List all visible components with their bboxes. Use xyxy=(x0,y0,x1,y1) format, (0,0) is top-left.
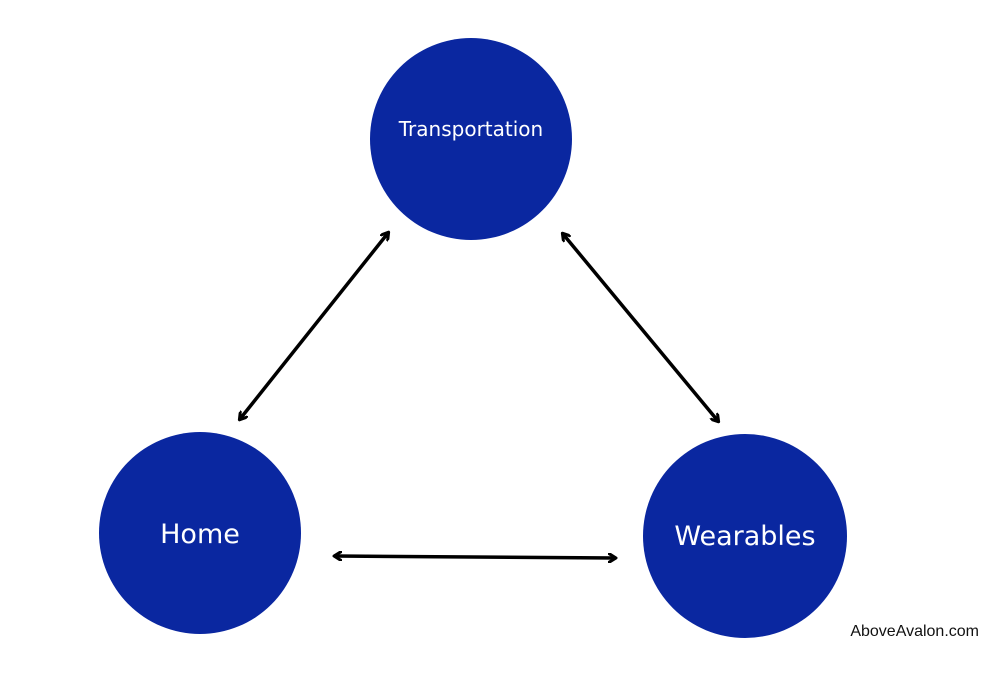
arrow-transportation-wearables xyxy=(563,234,718,421)
node-home: Home xyxy=(99,432,301,634)
node-home-label: Home xyxy=(160,518,240,550)
arrow-home-wearables xyxy=(335,556,615,558)
node-transportation: Transportation xyxy=(370,38,572,240)
node-wearables-label: Wearables xyxy=(674,520,816,552)
node-wearables: Wearables xyxy=(643,434,847,638)
arrow-transportation-home xyxy=(240,233,388,419)
watermark-text: AboveAvalon.com xyxy=(850,623,979,640)
node-transportation-label: Transportation xyxy=(398,117,544,141)
